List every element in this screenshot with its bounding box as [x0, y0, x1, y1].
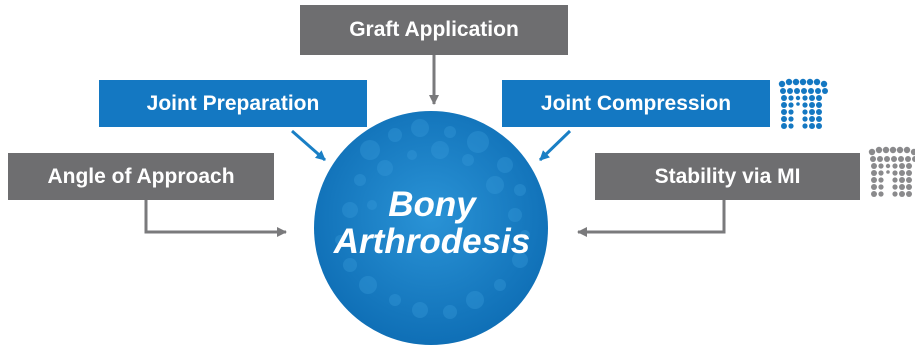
joint-compression-label: Joint Compression — [540, 91, 732, 115]
dotted-logo-icon-gray — [868, 146, 915, 197]
arrow-preparation-to-center — [291, 129, 326, 162]
center-circle — [314, 111, 548, 345]
center-label-line2: Arthrodesis — [333, 222, 531, 261]
arrow-compression-to-center — [538, 129, 572, 162]
center-circle-label: Bony Arthrodesis — [318, 186, 546, 260]
arrow-stability-to-center — [577, 200, 726, 237]
arrow-angle-to-center — [144, 200, 287, 237]
dotted-logo-icon-blue — [778, 78, 828, 129]
joint-preparation-label: Joint Preparation — [146, 91, 320, 115]
graft-application-box: Graft Application — [300, 5, 568, 55]
center-label-line1: Bony — [388, 185, 476, 224]
joint-preparation-box: Joint Preparation — [99, 80, 367, 127]
graft-application-label: Graft Application — [349, 18, 519, 41]
angle-of-approach-label: Angle of Approach — [47, 164, 235, 188]
joint-compression-box: Joint Compression — [502, 80, 770, 127]
angle-of-approach-box: Angle of Approach — [8, 153, 274, 200]
stability-via-mi-box: Stability via MI — [595, 153, 860, 200]
stability-via-mi-label: Stability via MI — [654, 164, 801, 188]
